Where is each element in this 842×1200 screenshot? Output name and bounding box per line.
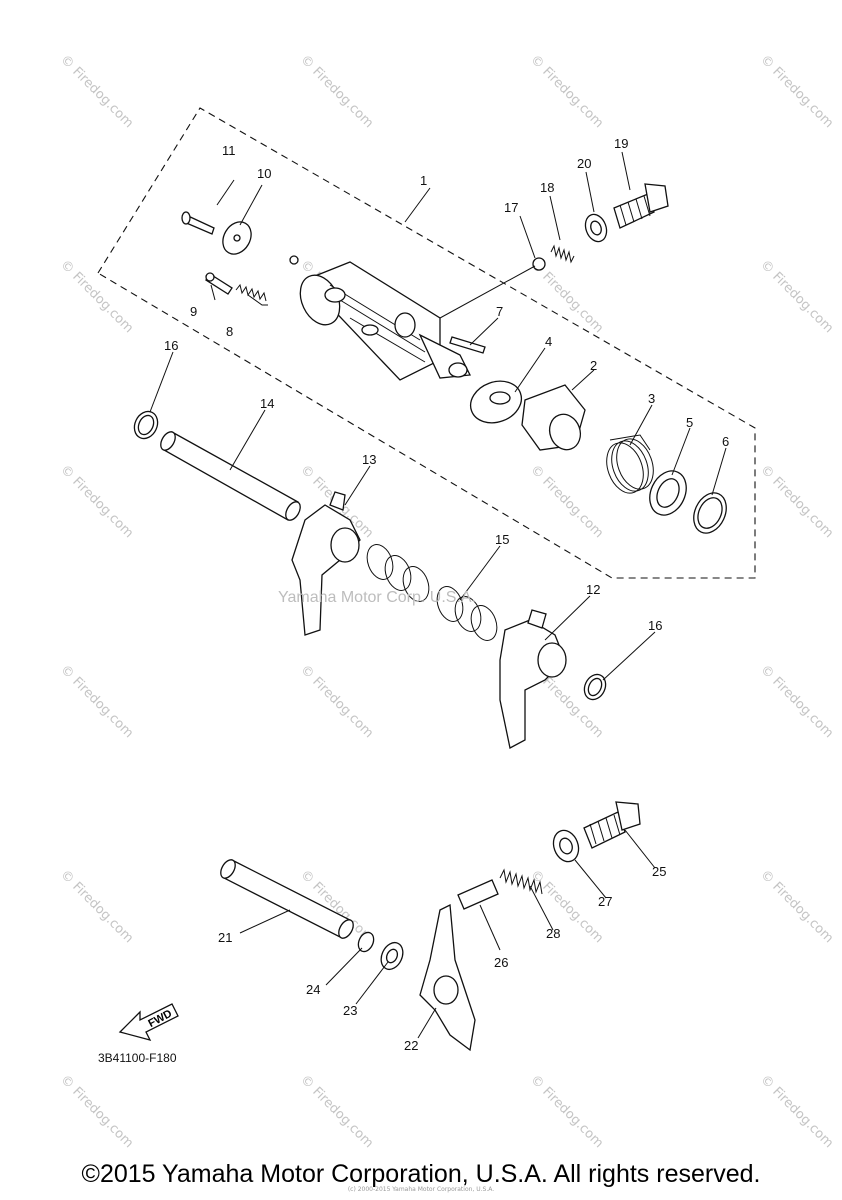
- fork-part-12[interactable]: [499, 609, 567, 749]
- callout-28: 28: [546, 926, 560, 941]
- callout-20: 20: [577, 156, 591, 171]
- center-watermark: Yamaha Motor Corp. U.S.A.: [278, 589, 476, 606]
- diagram-code: 3B41100-F180: [98, 1051, 177, 1065]
- svg-text:© Firedog.com: © Firedog.com: [57, 867, 136, 946]
- screw-part-11[interactable]: [181, 211, 215, 235]
- spring-part-18[interactable]: [550, 244, 575, 264]
- fineprint: (c) 2000-2015 Yamaha Motor Corporation, …: [347, 1186, 495, 1193]
- spring-part-8[interactable]: [235, 283, 267, 302]
- callout-13: 13: [362, 452, 376, 467]
- callout-7: 7: [496, 304, 503, 319]
- copyright-notice: ©2015 Yamaha Motor Corporation, U.S.A. A…: [81, 1160, 761, 1188]
- washer-part-23[interactable]: [377, 939, 407, 973]
- callout-6: 6: [722, 434, 729, 449]
- svg-text:© Firedog.com: © Firedog.com: [297, 52, 376, 131]
- callout-23: 23: [343, 1003, 357, 1018]
- washer-part-20[interactable]: [582, 211, 610, 244]
- callout-10: 10: [257, 166, 271, 181]
- callout-17: 17: [504, 200, 518, 215]
- svg-text:© Firedog.com: © Firedog.com: [297, 1072, 376, 1151]
- callout-14: 14: [260, 396, 274, 411]
- circlip-part-16-upper[interactable]: [130, 408, 162, 443]
- callout-25: 25: [652, 864, 666, 879]
- svg-text:© Firedog.com: © Firedog.com: [297, 662, 376, 741]
- svg-text:© Firedog.com: © Firedog.com: [527, 52, 606, 131]
- callout-11: 11: [222, 143, 236, 158]
- pin-part-26[interactable]: [457, 879, 499, 910]
- svg-text:© Firedog.com: © Firedog.com: [757, 867, 836, 946]
- shaft-part-21[interactable]: [218, 857, 356, 940]
- svg-text:© Firedog.com: © Firedog.com: [527, 1072, 606, 1151]
- assembly-outline: [97, 107, 756, 579]
- svg-text:© Firedog.com: © Firedog.com: [757, 1072, 836, 1151]
- svg-text:© Firedog.com: © Firedog.com: [57, 462, 136, 541]
- spring-part-3[interactable]: [600, 434, 660, 498]
- callout-9: 9: [190, 304, 197, 319]
- plate-part-10[interactable]: [217, 217, 257, 259]
- circlip-part-24[interactable]: [355, 930, 376, 954]
- callout-26: 26: [494, 955, 508, 970]
- callout-2: 2: [590, 358, 597, 373]
- callout-5: 5: [686, 415, 693, 430]
- fork-part-13[interactable]: [291, 491, 361, 636]
- fwd-label: FWD: [146, 1008, 174, 1030]
- leader-lines: [149, 151, 727, 1039]
- callout-numbers: 1 2 3 4 5 6 7 8 9 10 11 12 13 14 15 16 1…: [164, 136, 729, 1053]
- bolt-part-19[interactable]: [613, 183, 669, 229]
- washer-part-5[interactable]: [643, 465, 693, 521]
- shift-drum-part-1[interactable]: [289, 255, 472, 381]
- callout-4: 4: [545, 334, 552, 349]
- fwd-arrow-icon: FWD: [118, 1003, 179, 1041]
- svg-text:© Firedog.com: © Firedog.com: [527, 462, 606, 541]
- spring-part-28[interactable]: [499, 868, 543, 895]
- pin-part-7[interactable]: [449, 336, 486, 354]
- lever-part-22[interactable]: [419, 903, 476, 1052]
- ball-part-17[interactable]: [532, 257, 546, 271]
- plate-part-4[interactable]: [465, 374, 528, 429]
- pin-part-9[interactable]: [205, 272, 233, 295]
- callout-8: 8: [226, 324, 233, 339]
- callout-22: 22: [404, 1038, 418, 1053]
- callout-18: 18: [540, 180, 554, 195]
- svg-text:© Firedog.com: © Firedog.com: [57, 662, 136, 741]
- callout-15: 15: [495, 532, 509, 547]
- shaft-part-14[interactable]: [158, 429, 303, 522]
- callout-27: 27: [598, 894, 612, 909]
- callout-16b: 16: [648, 618, 662, 633]
- callout-1: 1: [420, 173, 427, 188]
- svg-text:© Firedog.com: © Firedog.com: [757, 662, 836, 741]
- callout-24: 24: [306, 982, 320, 997]
- callout-19: 19: [614, 136, 628, 151]
- washer-part-27[interactable]: [549, 827, 582, 865]
- segment-part-2[interactable]: [521, 384, 586, 454]
- circlip-part-16-lower[interactable]: [580, 671, 609, 703]
- svg-text:© Firedog.com: © Firedog.com: [757, 462, 836, 541]
- svg-text:© Firedog.com: © Firedog.com: [57, 52, 136, 131]
- svg-text:© Firedog.com: © Firedog.com: [57, 257, 136, 336]
- callout-21: 21: [218, 930, 232, 945]
- circlip-part-6[interactable]: [688, 488, 733, 539]
- bolt-part-25[interactable]: [583, 801, 641, 849]
- svg-text:© Firedog.com: © Firedog.com: [757, 52, 836, 131]
- callout-16a: 16: [164, 338, 178, 353]
- svg-text:© Firedog.com: © Firedog.com: [57, 1072, 136, 1151]
- callout-12: 12: [586, 582, 600, 597]
- callout-3: 3: [648, 391, 655, 406]
- svg-text:© Firedog.com: © Firedog.com: [757, 257, 836, 336]
- svg-text:© Firedog.com: © Firedog.com: [527, 867, 606, 946]
